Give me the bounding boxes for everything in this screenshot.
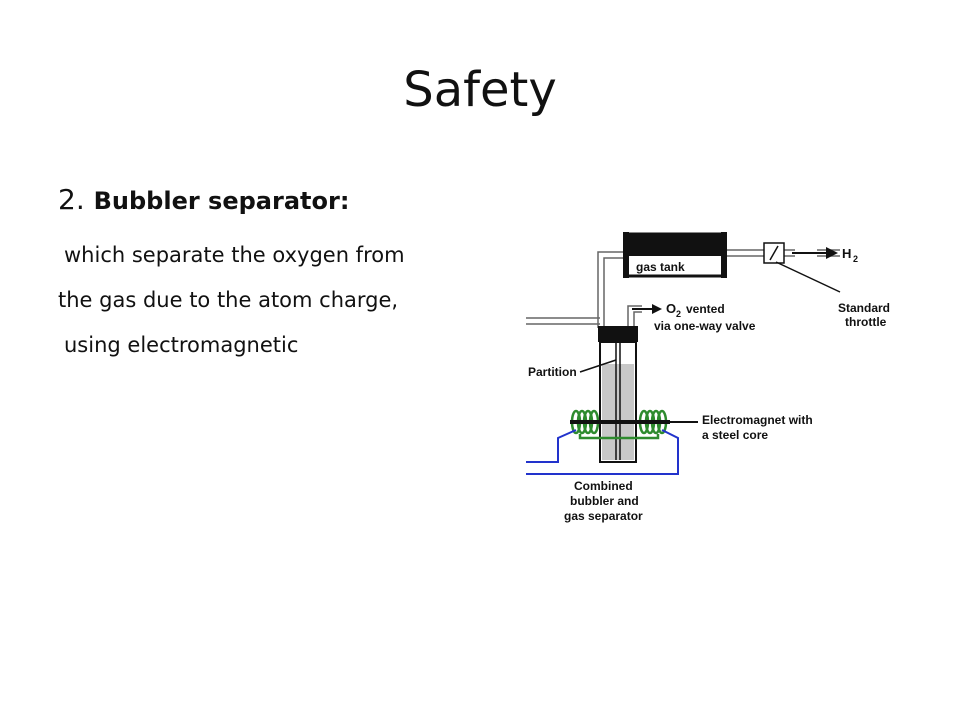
body-line-1: which separate the oxygen from <box>64 243 405 267</box>
gas-tank: gas tank <box>623 232 727 278</box>
point-number: 2. <box>58 183 85 216</box>
throttle-valve <box>763 242 841 293</box>
o2-vent: O 2 vented via one-way valve <box>627 301 756 333</box>
bubbler-label-2: bubbler and <box>570 494 639 508</box>
o2-label-valve: via one-way valve <box>654 319 756 333</box>
magnet-label-2: a steel core <box>702 428 768 442</box>
throttle-label-1: Standard <box>838 301 890 315</box>
h2-subscript: 2 <box>853 254 858 264</box>
point-heading: 2. Bubbler separator: <box>58 182 349 219</box>
body-line-2: the gas due to the atom charge, <box>58 288 399 312</box>
bubbler-cylinder <box>598 326 638 463</box>
tank-label: gas tank <box>636 260 685 274</box>
magnet-label-1: Electromagnet with <box>702 413 813 427</box>
h2-outlet-arrow: H 2 <box>792 246 858 264</box>
partition-pointer <box>579 359 617 373</box>
o2-label: O <box>666 301 676 316</box>
steel-core <box>570 420 670 424</box>
o2-label-vented: vented <box>686 302 725 316</box>
slide-title: Safety <box>403 62 557 118</box>
o2-subscript: 2 <box>676 309 681 319</box>
bubbler-diagram: gas tank H 2 Standard throttle O 2 vente… <box>526 232 890 523</box>
bubbler-label-1: Combined <box>574 479 633 493</box>
bubbler-label-3: gas separator <box>564 509 643 523</box>
h2-label: H <box>842 246 851 261</box>
point-label: Bubbler separator: <box>93 187 350 215</box>
partition-label: Partition <box>528 365 577 379</box>
inlet-pipe <box>526 317 600 325</box>
throttle-label-2: throttle <box>845 315 887 329</box>
power-wire <box>526 429 679 475</box>
body-line-3: using electromagnetic <box>64 333 299 357</box>
